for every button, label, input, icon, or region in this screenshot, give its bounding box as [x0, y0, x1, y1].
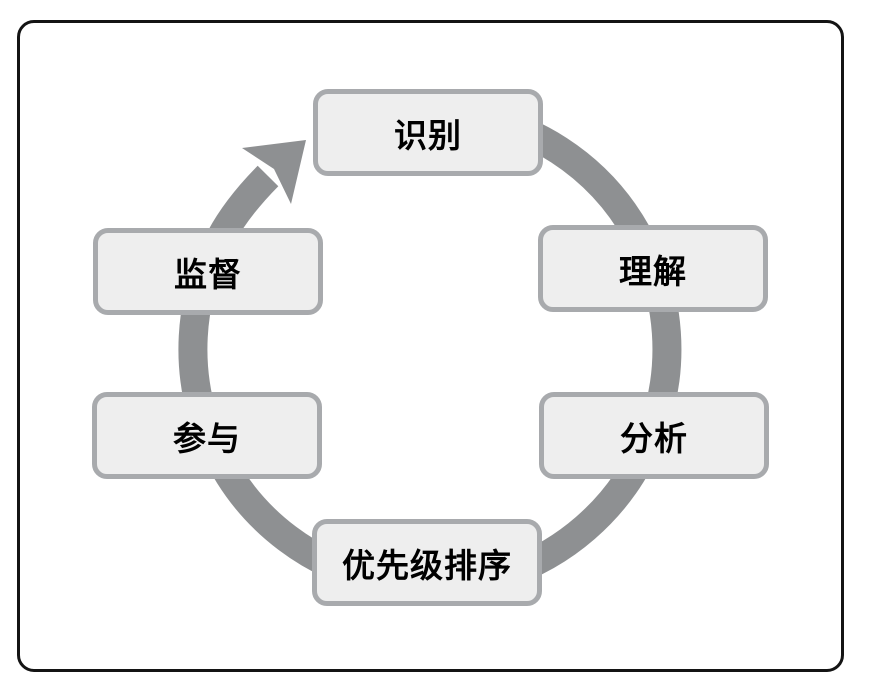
- node-monitor: 监督: [93, 228, 323, 315]
- node-identify: 识别: [313, 89, 543, 176]
- node-engage-label: 参与: [173, 419, 241, 457]
- node-prioritize-label: 优先级排序: [342, 546, 512, 584]
- node-analyze-label: 分析: [620, 419, 688, 457]
- node-understand: 理解: [538, 225, 768, 312]
- node-engage: 参与: [92, 392, 322, 479]
- node-prioritize: 优先级排序: [312, 519, 542, 606]
- node-understand-label: 理解: [619, 252, 687, 290]
- node-analyze: 分析: [539, 392, 769, 479]
- node-identify-label: 识别: [394, 116, 462, 154]
- node-monitor-label: 监督: [174, 255, 242, 293]
